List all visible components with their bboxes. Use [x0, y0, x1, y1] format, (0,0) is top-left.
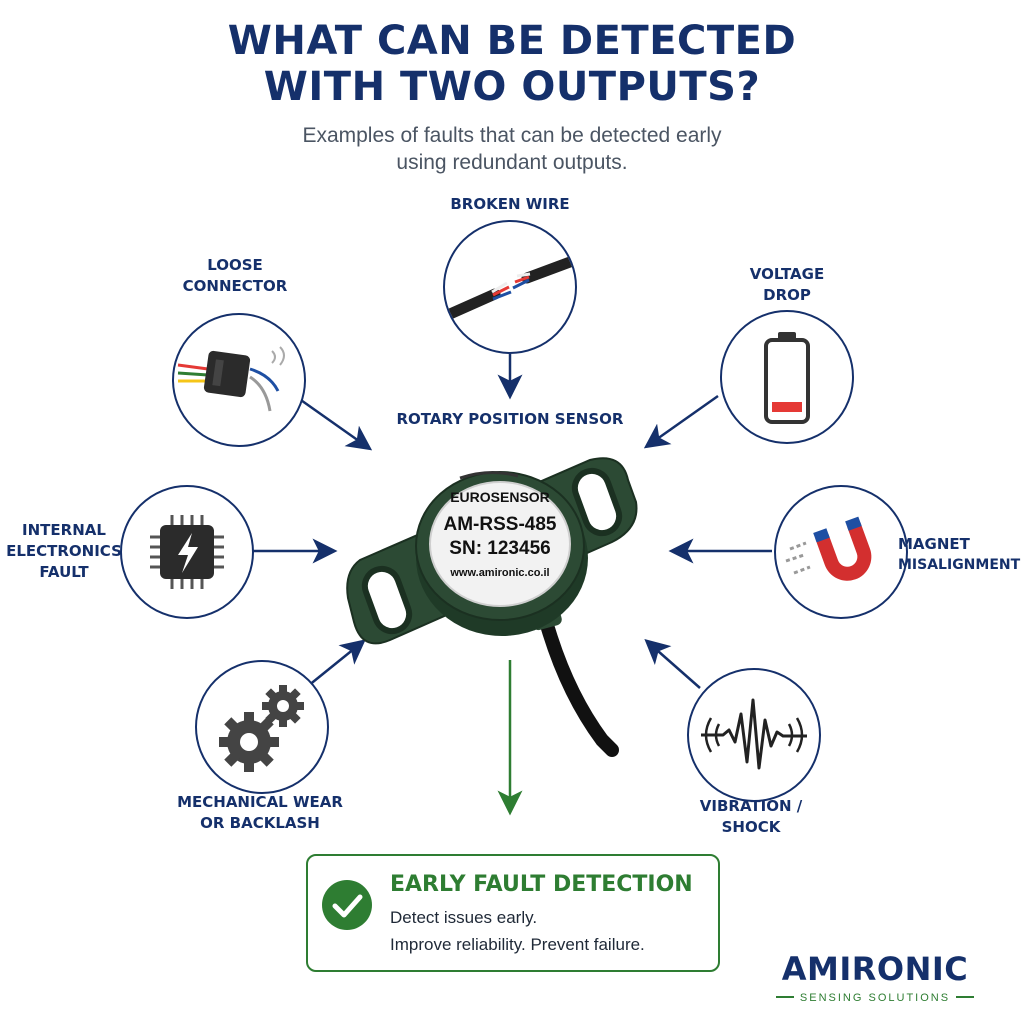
- arrow-vibration: [644, 639, 701, 689]
- loose-connector-line-2: CONNECTOR: [182, 277, 288, 295]
- arrow-voltage-drop: [643, 394, 719, 449]
- internal-line-1: INTERNAL: [22, 521, 106, 539]
- label-magnet: MAGNET MISALIGNMENT: [898, 534, 1022, 576]
- brand-tagline: SENSING SOLUTIONS: [799, 992, 951, 1004]
- vibration-line-2: SHOCK: [721, 818, 781, 836]
- vibration-line-1: VIBRATION /: [699, 797, 803, 815]
- sensor-url: www.amironic.co.il: [449, 567, 549, 579]
- sensor-caption: ROTARY POSITION SENSOR: [396, 410, 624, 428]
- mech-line-2: OR BACKLASH: [200, 814, 320, 832]
- circle-mechanical: [195, 660, 329, 794]
- loose-connector-line-1: LOOSE: [207, 256, 263, 274]
- battery-icon: [764, 332, 810, 424]
- magnet-icon: [785, 516, 872, 581]
- title-line-1: WHAT CAN BE DETECTED: [227, 18, 797, 64]
- brand-name: AMIRONIC: [781, 950, 969, 988]
- sensor-model: AM-RSS-485: [444, 514, 557, 535]
- sensor-brand: EUROSENSOR: [450, 489, 550, 505]
- label-internal-fault: INTERNAL ELECTRONICS FAULT: [4, 520, 124, 583]
- circle-internal-fault: [120, 485, 254, 619]
- magnet-line-1: MAGNET: [898, 535, 970, 553]
- subtitle-line-1: Examples of faults that can be detected …: [302, 124, 722, 147]
- subtitle-line-2: using redundant outputs.: [396, 151, 628, 174]
- title-line-2: WITH TWO OUTPUTS?: [263, 64, 761, 110]
- tagline-rule-right: [956, 996, 975, 998]
- card-line-1: Detect issues early.: [390, 908, 538, 927]
- chip-icon: [150, 515, 224, 589]
- circle-vibration: [687, 668, 821, 802]
- connector-icon: [177, 346, 285, 412]
- tagline-rule-left: [775, 996, 794, 998]
- internal-line-2: ELECTRONICS: [6, 542, 122, 560]
- card-title: EARLY FAULT DETECTION: [390, 872, 693, 897]
- page-title: WHAT CAN BE DETECTED WITH TWO OUTPUTS?: [0, 18, 1024, 110]
- sensor-cable: [538, 611, 619, 757]
- circle-voltage-drop: [720, 310, 854, 444]
- rotary-sensor: EUROSENSOR AM-RSS-485 SN: 123456 www.ami…: [346, 457, 638, 757]
- sensor-serial: SN: 123456: [449, 538, 550, 559]
- label-mechanical: MECHANICAL WEAR OR BACKLASH: [160, 792, 360, 834]
- circle-loose-connector: [172, 313, 306, 447]
- internal-line-3: FAULT: [39, 563, 89, 581]
- card-line-2: Improve reliability. Prevent failure.: [390, 935, 645, 954]
- arrow-mechanical: [307, 639, 366, 687]
- label-voltage-drop: VOLTAGE DROP: [712, 264, 862, 306]
- wire-icon: [445, 256, 575, 320]
- label-vibration: VIBRATION / SHOCK: [666, 796, 836, 838]
- brand-tagline-row: SENSING SOLUTIONS: [770, 990, 980, 1004]
- label-loose-connector: LOOSE CONNECTOR: [150, 255, 320, 297]
- magnet-line-2: MISALIGNMENT: [898, 557, 1021, 573]
- early-detection-card: EARLY FAULT DETECTION Detect issues earl…: [306, 854, 720, 972]
- gears-icon: [219, 685, 304, 772]
- mech-line-1: MECHANICAL WEAR: [177, 793, 343, 811]
- label-broken-wire: BROKEN WIRE: [450, 195, 570, 213]
- circle-magnet: [774, 485, 908, 619]
- page-subtitle: Examples of faults that can be detected …: [0, 122, 1024, 176]
- voltage-drop-line-1: VOLTAGE: [749, 265, 825, 283]
- waveform-icon: [701, 698, 807, 770]
- check-icon: [322, 880, 372, 930]
- voltage-drop-line-2: DROP: [763, 286, 811, 304]
- arrow-loose-connector: [297, 396, 373, 451]
- company-logo: AMIRONIC SENSING SOLUTIONS: [770, 950, 980, 1004]
- circle-broken-wire: [443, 220, 577, 354]
